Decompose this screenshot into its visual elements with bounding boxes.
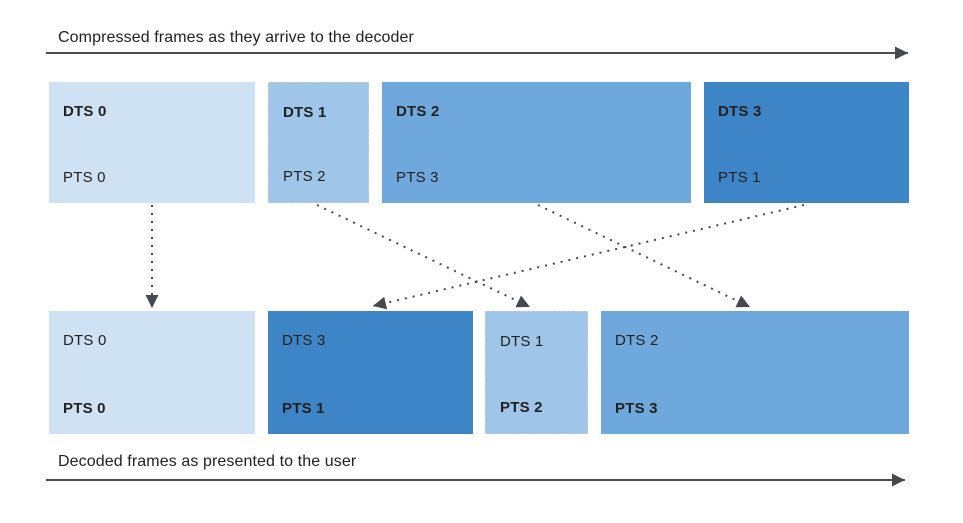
decoded-frame-0: DTS 0 PTS 0	[49, 311, 255, 434]
dts-label: DTS 3	[718, 103, 762, 120]
pts-label: PTS 2	[500, 399, 543, 416]
pts-label: PTS 0	[63, 169, 106, 186]
reorder-arrow-frame3	[372, 204, 805, 310]
pts-label: PTS 2	[283, 168, 326, 185]
compressed-frame-1: DTS 1 PTS 2	[268, 82, 369, 203]
pts-label: PTS 0	[63, 400, 106, 417]
dts-label: DTS 2	[615, 332, 659, 349]
reorder-arrow-frame2	[537, 204, 751, 308]
dts-label: DTS 1	[500, 333, 544, 350]
decoded-frame-1: DTS 3 PTS 1	[268, 311, 473, 434]
compressed-frame-0: DTS 0 PTS 0	[49, 82, 255, 203]
dts-label: DTS 2	[396, 103, 440, 120]
decoded-track-label: Decoded frames as presented to the user	[58, 453, 357, 470]
pts-label: PTS 3	[615, 400, 658, 417]
pts-label: PTS 1	[282, 400, 325, 417]
dts-label: DTS 3	[282, 332, 326, 349]
dts-label: DTS 1	[283, 104, 327, 121]
dts-label: DTS 0	[63, 332, 107, 349]
decoded-frame-3: DTS 2 PTS 3	[601, 311, 909, 434]
dts-label: DTS 0	[63, 103, 107, 120]
pts-label: PTS 1	[718, 169, 761, 186]
compressed-track-label: Compressed frames as they arrive to the …	[58, 29, 414, 46]
pts-label: PTS 3	[396, 169, 439, 186]
compressed-frame-2: DTS 2 PTS 3	[382, 82, 691, 203]
reorder-arrow-frame1	[316, 204, 531, 308]
compressed-frame-3: DTS 3 PTS 1	[704, 82, 909, 203]
decoded-frame-2: DTS 1 PTS 2	[485, 311, 588, 434]
